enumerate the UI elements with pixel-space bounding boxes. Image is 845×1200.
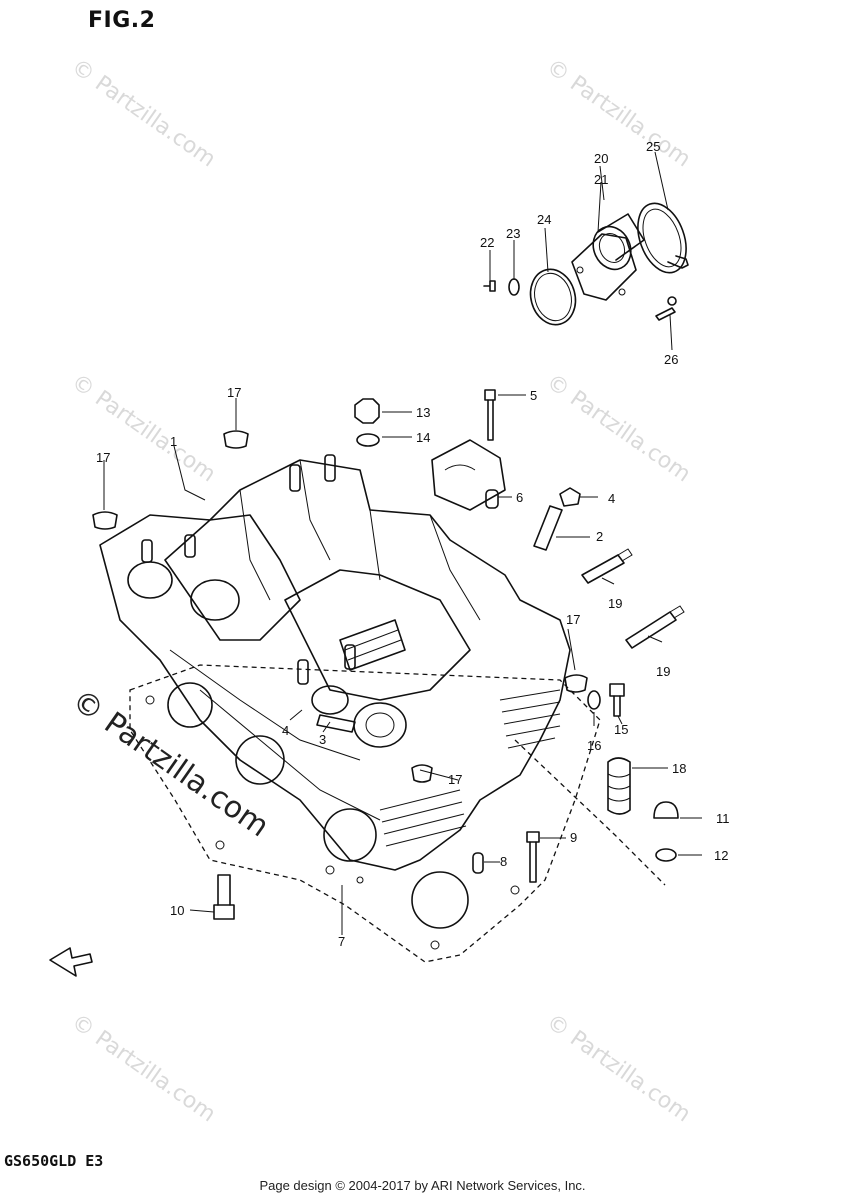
callout-17-center: 17 (448, 772, 462, 787)
watermark: © Partzilla.com (67, 1009, 220, 1127)
callout-20: 20 (594, 151, 608, 166)
leader-lines (103, 151, 702, 935)
callout-17-top: 17 (227, 385, 241, 400)
callout-23: 23 (506, 226, 520, 241)
model-code: GS650GLD E3 (4, 1152, 104, 1170)
watermarks: © Partzilla.com © Partzilla.com © Partzi… (65, 54, 695, 1127)
callout-17-left: 17 (96, 450, 110, 465)
callout-22: 22 (480, 235, 494, 250)
footer-copyright: Page design © 2004-2017 by ARI Network S… (259, 1178, 586, 1193)
loose-parts (49, 389, 685, 977)
watermark: © Partzilla.com (542, 54, 695, 172)
callout-3: 3 (319, 732, 326, 747)
cylinder-head (99, 454, 666, 963)
callout-6: 6 (516, 490, 523, 505)
callout-26: 26 (664, 352, 678, 367)
callout-10: 10 (170, 903, 184, 918)
callout-21: 21 (594, 172, 608, 187)
callout-5: 5 (530, 388, 537, 403)
callout-17-right: 17 (566, 612, 580, 627)
callout-16: 16 (587, 738, 601, 753)
callout-19-lower: 19 (656, 664, 670, 679)
watermark: © Partzilla.com (67, 54, 220, 172)
watermark: © Partzilla.com (542, 1009, 695, 1127)
callout-18: 18 (672, 761, 686, 776)
figure-title: FIG.2 (88, 8, 156, 33)
callout-14: 14 (416, 430, 430, 445)
callout-8: 8 (500, 854, 507, 869)
callouts: 1 2 3 4 4 5 6 7 8 9 10 11 12 13 14 15 16… (96, 139, 730, 949)
callout-4-lower: 4 (282, 723, 289, 738)
watermark: © Partzilla.com (542, 369, 695, 487)
callout-4-upper: 4 (608, 491, 615, 506)
callout-9: 9 (570, 830, 577, 845)
callout-25: 25 (646, 139, 660, 154)
watermark: © Partzilla.com (67, 369, 220, 487)
callout-7: 7 (338, 934, 345, 949)
watermark: © Partzilla.com (65, 683, 275, 844)
callout-15: 15 (614, 722, 628, 737)
callout-12: 12 (714, 848, 728, 863)
callout-24: 24 (537, 212, 551, 227)
intake-pipe-assembly (483, 202, 689, 326)
callout-1: 1 (170, 434, 177, 449)
callout-13: 13 (416, 405, 430, 420)
callout-11: 11 (716, 811, 730, 826)
callout-19-upper: 19 (608, 596, 622, 611)
callout-2: 2 (596, 529, 603, 544)
